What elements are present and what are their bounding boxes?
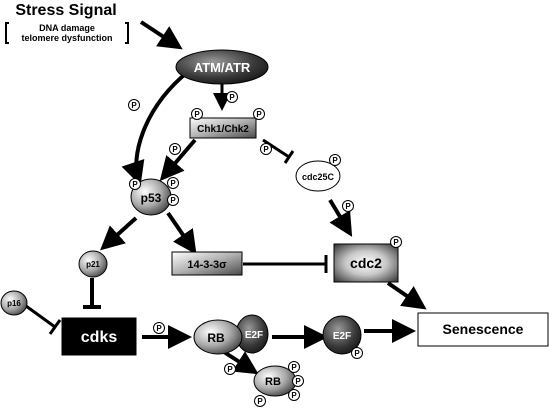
- arrow-rb-phosphorylation: [222, 350, 259, 375]
- svg-text:P: P: [170, 196, 176, 205]
- phospho-badge: P: [169, 143, 181, 155]
- 14-3-3-sigma-label: 14-3-3σ: [187, 259, 227, 271]
- arrow-cdc2-to-senescence: [386, 281, 427, 310]
- phospho-badge: P: [167, 177, 179, 189]
- svg-text:P: P: [263, 145, 269, 154]
- phospho-badge: P: [288, 389, 300, 401]
- arrow-atm-to-p53: [121, 68, 192, 186]
- phospho-badge: P: [191, 108, 203, 120]
- phospho-badge: P: [129, 178, 141, 190]
- arrow-p53-to-p21: [100, 216, 138, 251]
- svg-text:P: P: [256, 110, 262, 119]
- stress-signal-title: Stress Signal: [15, 2, 116, 19]
- telomere-dysfunction-label: telomere dysfunction: [21, 33, 112, 43]
- arrow-stress-to-atm: [139, 20, 183, 50]
- inhibit-chk-to-cdc25c: [262, 138, 290, 159]
- p53-node: p53: [130, 178, 172, 216]
- free-e2f-node: E2F: [322, 315, 362, 355]
- phospho-badge: P: [292, 375, 304, 387]
- phospho-badge: P: [253, 108, 265, 120]
- phospho-badge: P: [351, 347, 363, 359]
- atm-atr-node: ATM/ATR: [175, 49, 269, 85]
- svg-text:P: P: [354, 349, 360, 358]
- p16-label: p16: [7, 299, 21, 308]
- rb-e2f-complex-rb-label: RB: [207, 331, 225, 345]
- inhibit-p16-to-cdks-bar: [48, 319, 62, 335]
- p53-label: p53: [141, 191, 162, 205]
- phospho-rb-node: RB: [253, 365, 297, 397]
- svg-text:P: P: [227, 365, 233, 374]
- svg-text:P: P: [393, 238, 399, 247]
- phospho-rb-label: RB: [265, 376, 281, 388]
- svg-text:P: P: [345, 202, 351, 211]
- p21-node: p21: [78, 250, 108, 278]
- phospho-badge: P: [153, 322, 165, 334]
- phospho-badge: P: [342, 200, 354, 212]
- svg-text:P: P: [170, 179, 176, 188]
- svg-text:P: P: [131, 101, 137, 110]
- svg-text:P: P: [291, 363, 297, 372]
- p16-node: p16: [0, 290, 28, 316]
- rb-e2f-complex: E2F RB: [193, 314, 269, 355]
- svg-text:P: P: [295, 377, 301, 386]
- svg-text:P: P: [172, 145, 178, 154]
- inhibit-p16-to-cdks: [25, 304, 56, 329]
- svg-text:P: P: [156, 324, 162, 333]
- phospho-badge: P: [254, 395, 266, 407]
- phospho-badge: P: [167, 194, 179, 206]
- svg-text:P: P: [332, 156, 338, 165]
- svg-text:P: P: [194, 110, 200, 119]
- free-e2f-label: E2F: [333, 331, 351, 342]
- cdc25c-node: cdc25C: [295, 160, 341, 192]
- cdc2-label: cdc2: [350, 255, 382, 271]
- inhibit-chk-to-cdc25c-bar: [283, 150, 295, 164]
- left-bracket: [5, 22, 9, 44]
- senescence-label: Senescence: [443, 321, 524, 337]
- phospho-badge: P: [224, 363, 236, 375]
- senescence-node: Senescence: [417, 312, 549, 347]
- phospho-badge: P: [260, 143, 272, 155]
- phospho-badge: P: [288, 361, 300, 373]
- svg-text:P: P: [291, 391, 297, 400]
- atm-atr-label: ATM/ATR: [194, 60, 251, 75]
- phospho-badge: P: [329, 154, 341, 166]
- svg-text:P: P: [229, 93, 235, 102]
- phospho-badge: P: [390, 236, 402, 248]
- cdks-label: cdks: [81, 329, 118, 346]
- phospho-badge: P: [226, 91, 238, 103]
- svg-text:P: P: [257, 397, 263, 406]
- arrow-cdc25c-to-cdc2: [328, 198, 353, 237]
- right-bracket: [125, 22, 129, 44]
- cdc25c-label: cdc25C: [302, 172, 335, 182]
- svg-text:P: P: [132, 180, 138, 189]
- arrow-chk-to-p53: [159, 138, 197, 182]
- phospho-badge: P: [128, 99, 140, 111]
- cdc2-node: cdc2: [333, 243, 399, 283]
- arrow-p53-to-1433: [166, 211, 197, 255]
- 14-3-3-sigma-node: 14-3-3σ: [171, 251, 243, 276]
- chk1-chk2-label: Chk1/Chk2: [197, 124, 249, 135]
- cdks-node: cdks: [61, 317, 137, 356]
- dna-damage-label: DNA damage: [39, 23, 95, 33]
- p21-label: p21: [86, 260, 100, 269]
- rb-e2f-complex-e2f-label: E2F: [245, 330, 263, 341]
- chk1-chk2-node: Chk1/Chk2: [189, 117, 257, 139]
